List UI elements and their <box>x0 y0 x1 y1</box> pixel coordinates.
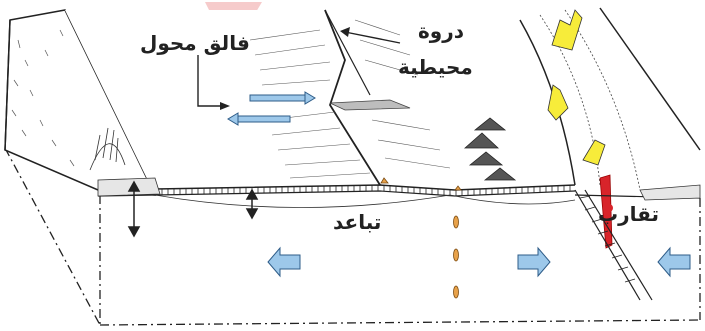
ridge-pointer-head <box>340 27 350 37</box>
magma-chamber <box>380 177 462 299</box>
oceanic-ridge-label-line1: دروة <box>418 19 465 43</box>
ridge-pointer <box>344 31 401 44</box>
thickness-arrow-mid <box>245 188 259 220</box>
left-continent <box>4 9 157 196</box>
divergence-label: تباعد <box>333 210 382 234</box>
ocean-floor <box>65 8 700 198</box>
volcanic-arc <box>519 7 701 301</box>
seamount-cones <box>463 117 517 181</box>
transform-fault-pointer-head <box>220 102 230 110</box>
plate-motion-arrows <box>267 246 691 278</box>
block-outline <box>4 147 701 326</box>
convergence-label: تقارب <box>598 202 660 226</box>
plate-arrow-convergence <box>657 246 691 278</box>
plate-arrow-left <box>267 246 301 278</box>
transform-fault-arrows <box>227 91 316 126</box>
oceanic-ridge-label-line2: محيطية <box>398 55 473 79</box>
plate-arrow-right <box>517 246 551 278</box>
thickness-arrow-left <box>127 180 141 238</box>
transform-fault-label: فالق محول <box>140 31 250 55</box>
oceanic-crust-band <box>97 177 701 208</box>
transform-fault-pointer <box>197 55 225 107</box>
